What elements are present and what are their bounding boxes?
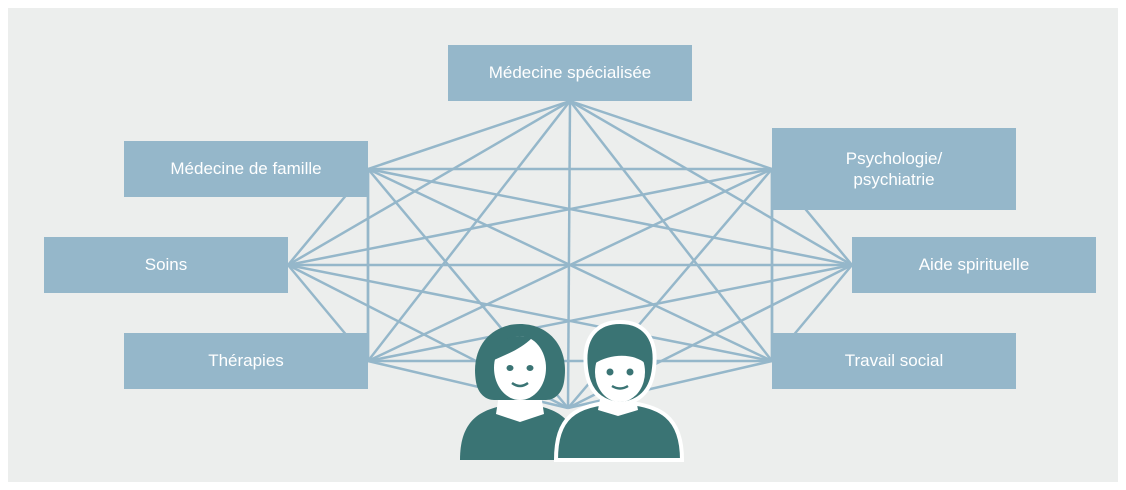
box-psychologie-psychiatrie: Psychologie/ psychiatrie (772, 128, 1016, 210)
connection-line (367, 167, 773, 363)
box-soins: Soins (44, 237, 288, 293)
connection-line (367, 99, 571, 171)
box-label: Médecine spécialisée (488, 63, 652, 83)
connection-line (569, 100, 773, 362)
box-label: Médecine de famille (170, 159, 322, 179)
box-label: Psychologie/ psychiatrie (845, 148, 943, 189)
connection-line (569, 99, 773, 171)
box-medecine-de-famille: Médecine de famille (124, 141, 368, 197)
box-label: Travail social (844, 351, 944, 371)
box-aide-spirituelle: Aide spirituelle (852, 237, 1096, 293)
box-label: Soins (144, 255, 188, 275)
connection-line (569, 99, 853, 267)
connection-line (367, 100, 571, 362)
connection-line (287, 99, 571, 267)
woman-icon (460, 324, 578, 460)
patients-illustration (460, 319, 685, 462)
box-medecine-specialisee: Médecine spécialisée (448, 45, 692, 101)
connection-line (566, 100, 572, 409)
box-label: Thérapies (208, 351, 284, 371)
man-icon (553, 319, 685, 462)
box-travail-social: Travail social (772, 333, 1016, 389)
box-label: Aide spirituelle (918, 255, 1030, 275)
box-therapies: Thérapies (124, 333, 368, 389)
